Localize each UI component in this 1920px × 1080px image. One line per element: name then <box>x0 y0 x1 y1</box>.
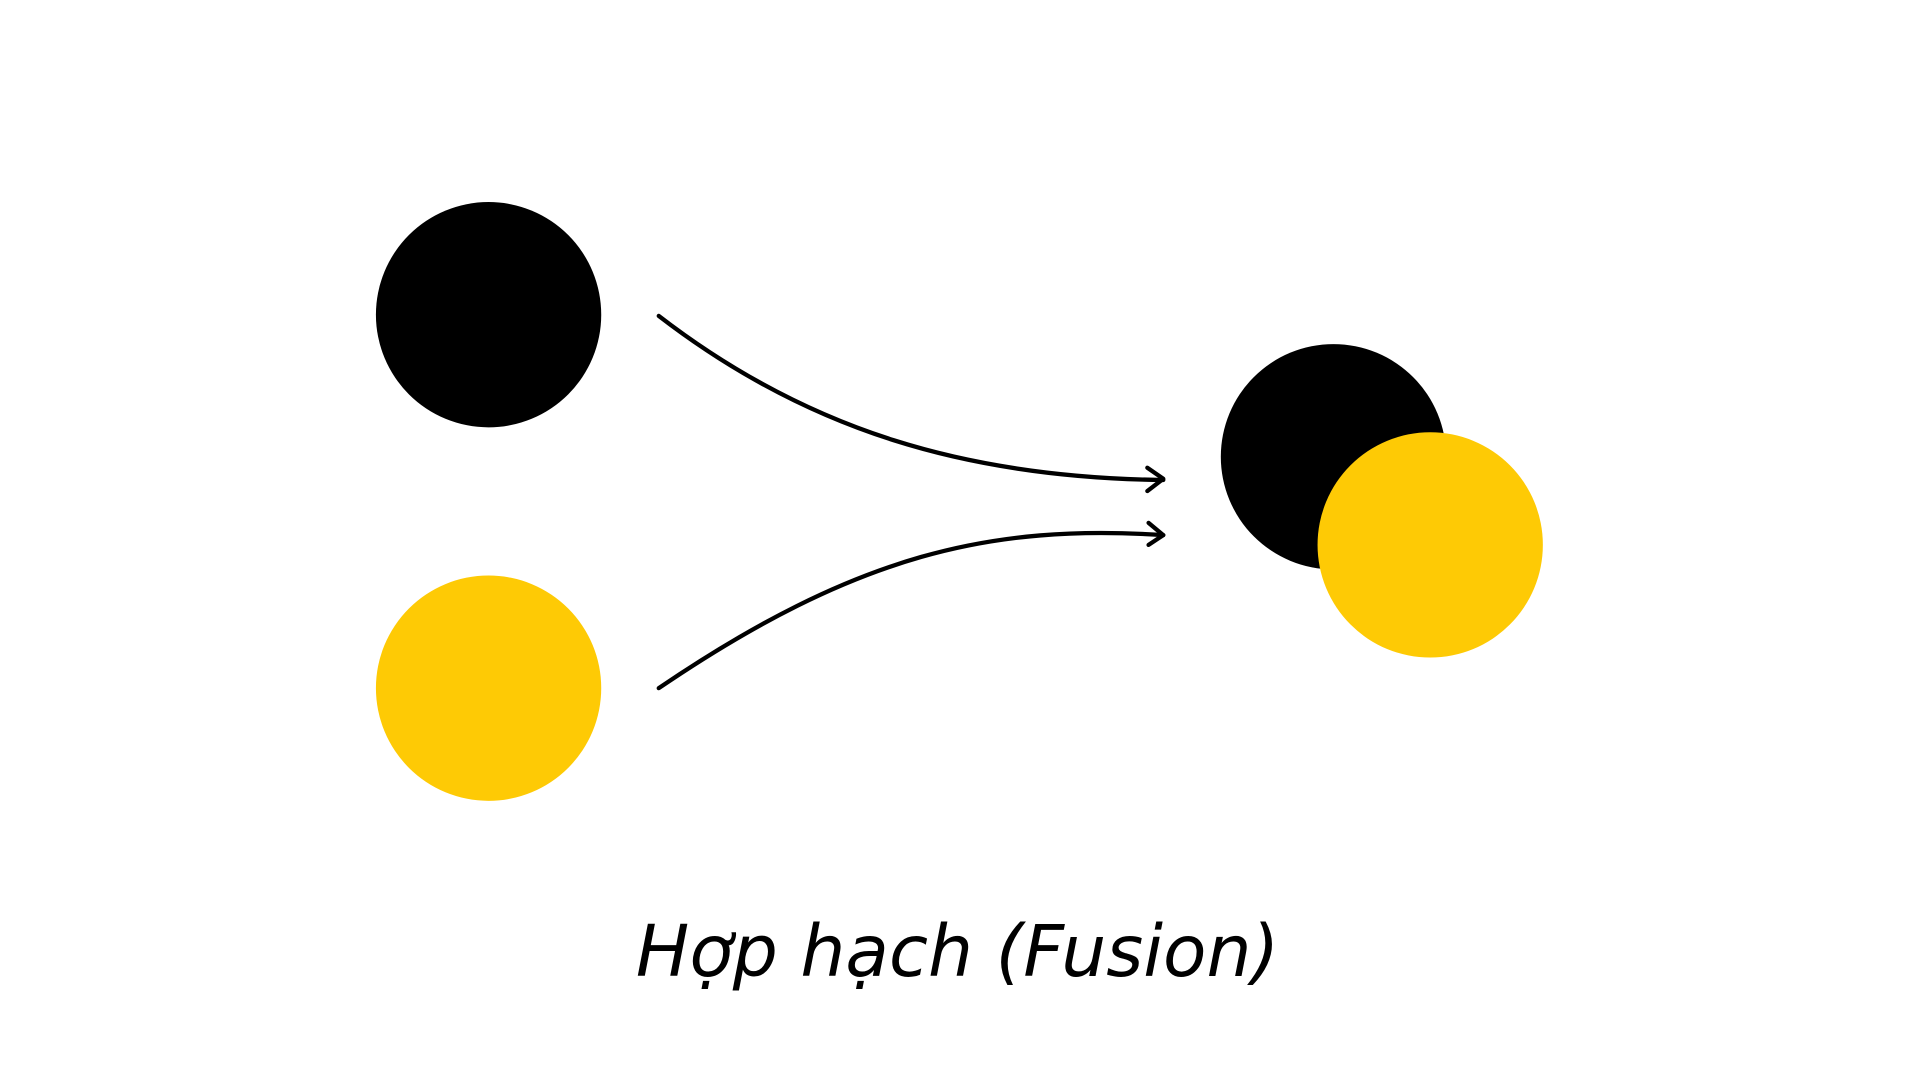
top-arrow-head-icon <box>1145 465 1166 494</box>
yellow-nucleus-icon <box>375 575 602 801</box>
bottom-arrow-icon <box>656 530 1166 691</box>
black-nucleus-icon <box>375 202 602 428</box>
fused-yellow-nucleus-icon <box>1317 432 1543 658</box>
diagram-caption: Hợp hạch (Fusion) <box>636 910 1279 993</box>
top-arrow-icon <box>656 313 1166 483</box>
fused-nucleus-icon <box>1220 344 1543 658</box>
bottom-arrow-head-icon <box>1146 520 1166 548</box>
